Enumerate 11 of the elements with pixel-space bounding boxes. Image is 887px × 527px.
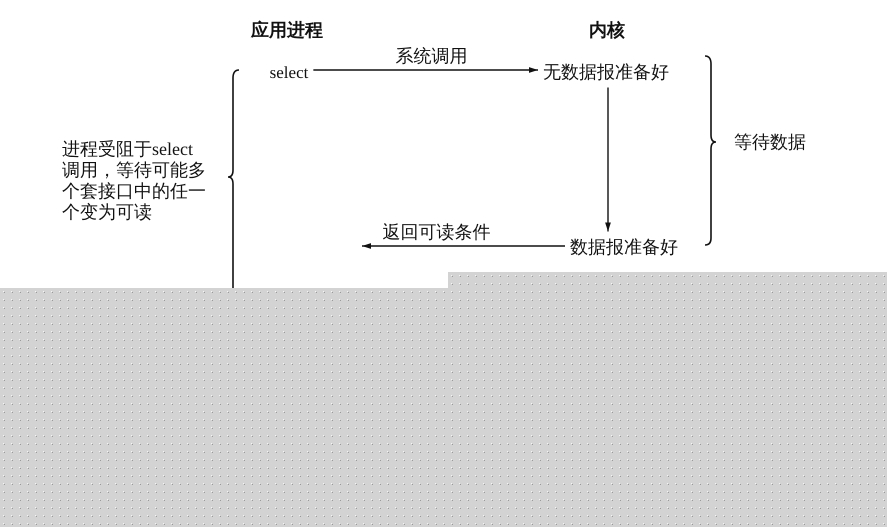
state-label: 数据报准备好 <box>570 236 678 258</box>
arrow <box>605 88 611 232</box>
arrow <box>313 67 538 73</box>
function-label: select <box>270 62 308 82</box>
column-heading: 内核 <box>589 20 625 40</box>
arrow <box>362 243 565 249</box>
annotation-text: 进程受阻于select调用，等待可能多个套接口中的任一个变为可读 <box>62 139 207 223</box>
edge-label: 返回可读条件 <box>380 222 492 242</box>
column-heading: 应用进程 <box>251 20 323 40</box>
brace-label: 等待数据 <box>734 132 806 152</box>
state-label: 无数据报准备好 <box>543 62 669 82</box>
